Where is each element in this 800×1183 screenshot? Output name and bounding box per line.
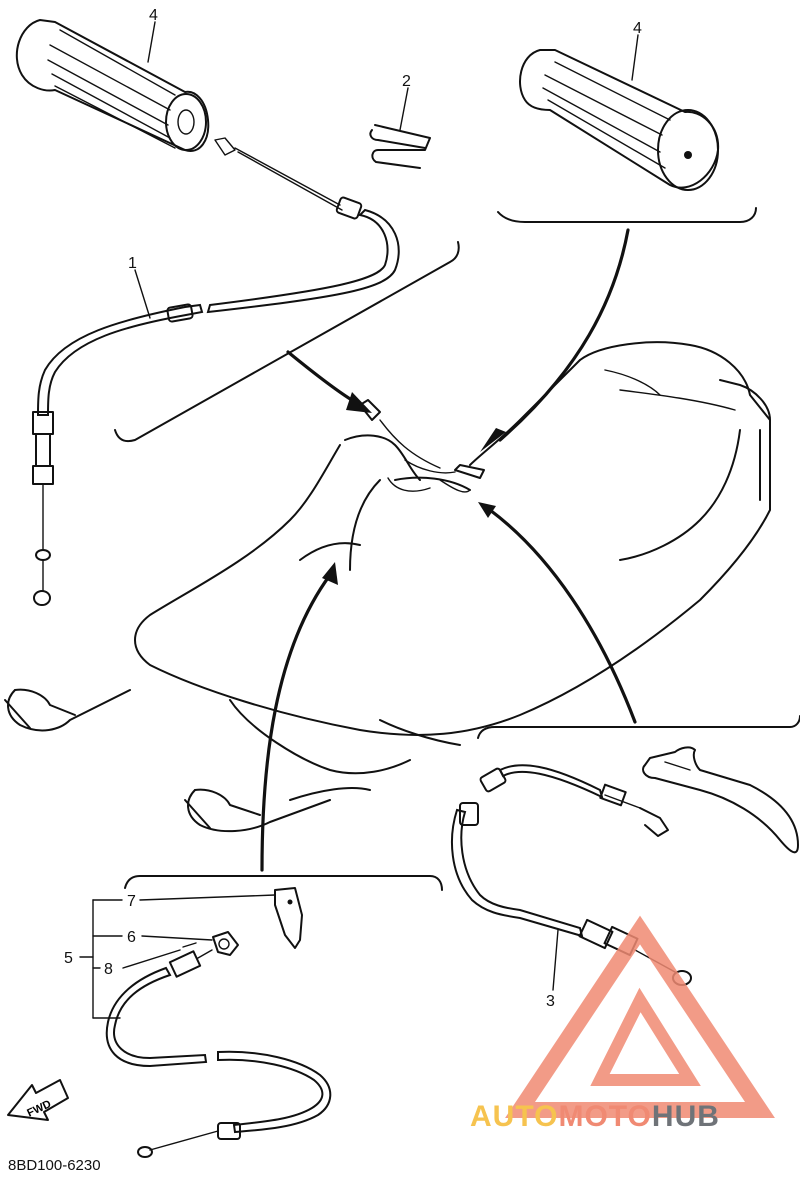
diagram-code: 8BD100-6230: [8, 1157, 101, 1174]
bracket-grip-right: [497, 207, 757, 223]
throttle-cable: [32, 137, 400, 606]
bracket-switch: [124, 875, 443, 891]
callout-3: 3: [546, 993, 555, 1010]
brake-lever: [642, 746, 799, 854]
callout-1: 1: [128, 255, 137, 272]
leader-3: [552, 929, 559, 991]
callout-2: 2: [402, 73, 411, 90]
pointer-arrows: [260, 228, 637, 872]
grip-right: [519, 49, 720, 191]
switch-cable: [105, 949, 332, 1158]
callout-7: 7: [127, 893, 136, 910]
leader-1: [134, 269, 151, 319]
switch-plate: [274, 887, 303, 949]
callout-5: 5: [64, 950, 73, 967]
watermark-part-1: AUTO: [470, 1100, 558, 1133]
grip-left: [15, 19, 210, 152]
callout-6: 6: [127, 929, 136, 946]
clip: [369, 124, 431, 169]
snowmobile-body: [134, 341, 771, 801]
automotohub-logo-icon: [505, 915, 775, 1118]
fwd-arrow-icon: [7, 1079, 69, 1121]
leader-2: [399, 87, 409, 131]
callout-4-left: 4: [149, 7, 158, 24]
right-ski: [184, 788, 331, 833]
watermark-part-3: HUB: [652, 1100, 720, 1133]
bracket-brake: [477, 715, 800, 739]
watermark-part-2: MOTO: [558, 1100, 651, 1133]
callout-8: 8: [104, 961, 113, 978]
bracket-throttle: [114, 241, 460, 443]
callout-bracket-5-8: [79, 894, 276, 1019]
leader-4-right: [631, 34, 639, 81]
watermark-text: AUTOMOTOHUB: [470, 1100, 720, 1133]
switch-nut: [212, 931, 239, 956]
pin: [182, 942, 197, 948]
fwd-label: FWD: [25, 1098, 53, 1119]
brake-cable: [451, 764, 692, 986]
callout-4-right: 4: [633, 20, 642, 37]
leader-4-left: [147, 21, 156, 63]
left-ski: [4, 688, 131, 732]
